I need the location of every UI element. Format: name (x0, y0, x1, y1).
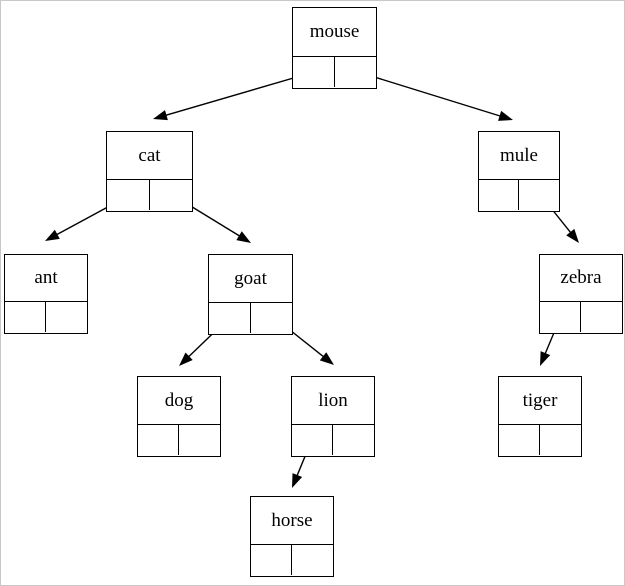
node-pointers-ant (5, 300, 87, 332)
pointer-cell-right-zebra (581, 302, 622, 332)
node-pointers-cat (107, 178, 193, 210)
pointer-cell-right-ant (46, 302, 87, 332)
node-pointers-tiger (499, 423, 581, 455)
tree-node-zebra: zebra (539, 254, 623, 334)
node-label-goat: goat (234, 267, 267, 289)
node-label-horse: horse (271, 509, 313, 531)
node-label-dog: dog (164, 389, 194, 411)
node-label-cat: cat (138, 144, 161, 166)
node-label-tiger: tiger (522, 389, 558, 411)
pointer-cell-left-ant (5, 301, 46, 332)
tree-node-mule: mule (478, 131, 560, 212)
tree-node-tiger: tiger (498, 376, 582, 457)
tree-node-cat: cat (106, 131, 193, 212)
node-label-lion: lion (318, 389, 348, 411)
node-label-mouse: mouse (309, 21, 360, 43)
node-pointers-zebra (540, 300, 622, 332)
edge-mouse-to-mule (354, 70, 513, 121)
pointer-cell-left-goat (209, 302, 251, 333)
node-pointers-horse (251, 543, 333, 575)
pointer-cell-left-mule (479, 179, 519, 210)
pointer-cell-left-zebra (540, 301, 581, 332)
tree-node-dog: dog (137, 376, 221, 457)
pointer-cell-left-dog (138, 424, 179, 455)
node-label-zebra: zebra (560, 267, 602, 289)
pointer-cell-right-dog (179, 425, 220, 455)
node-pointers-dog (138, 423, 220, 455)
tree-node-mouse: mouse (292, 7, 377, 89)
tree-node-lion: lion (291, 376, 375, 457)
edge-mouse-to-cat (153, 71, 315, 121)
pointer-cell-left-cat (107, 179, 150, 210)
pointer-cell-left-mouse (293, 56, 335, 87)
node-label-mule: mule (500, 144, 538, 166)
tree-node-ant: ant (4, 254, 88, 334)
node-pointers-goat (209, 301, 293, 333)
pointer-cell-right-goat (251, 303, 293, 333)
pointer-cell-right-horse (292, 545, 333, 575)
node-pointers-mule (479, 178, 559, 210)
tree-node-goat: goat (208, 254, 293, 335)
node-label-ant: ant (34, 267, 58, 289)
node-pointers-mouse (293, 55, 377, 87)
pointer-cell-left-lion (292, 424, 333, 455)
pointer-cell-right-cat (150, 180, 193, 210)
pointer-cell-right-tiger (540, 425, 581, 455)
pointer-cell-right-mouse (335, 57, 377, 87)
tree-node-horse: horse (250, 496, 334, 577)
pointer-cell-left-horse (251, 544, 292, 575)
pointer-cell-right-mule (519, 180, 559, 210)
pointer-cell-left-tiger (499, 424, 540, 455)
pointer-cell-right-lion (333, 425, 374, 455)
node-pointers-lion (292, 423, 374, 455)
